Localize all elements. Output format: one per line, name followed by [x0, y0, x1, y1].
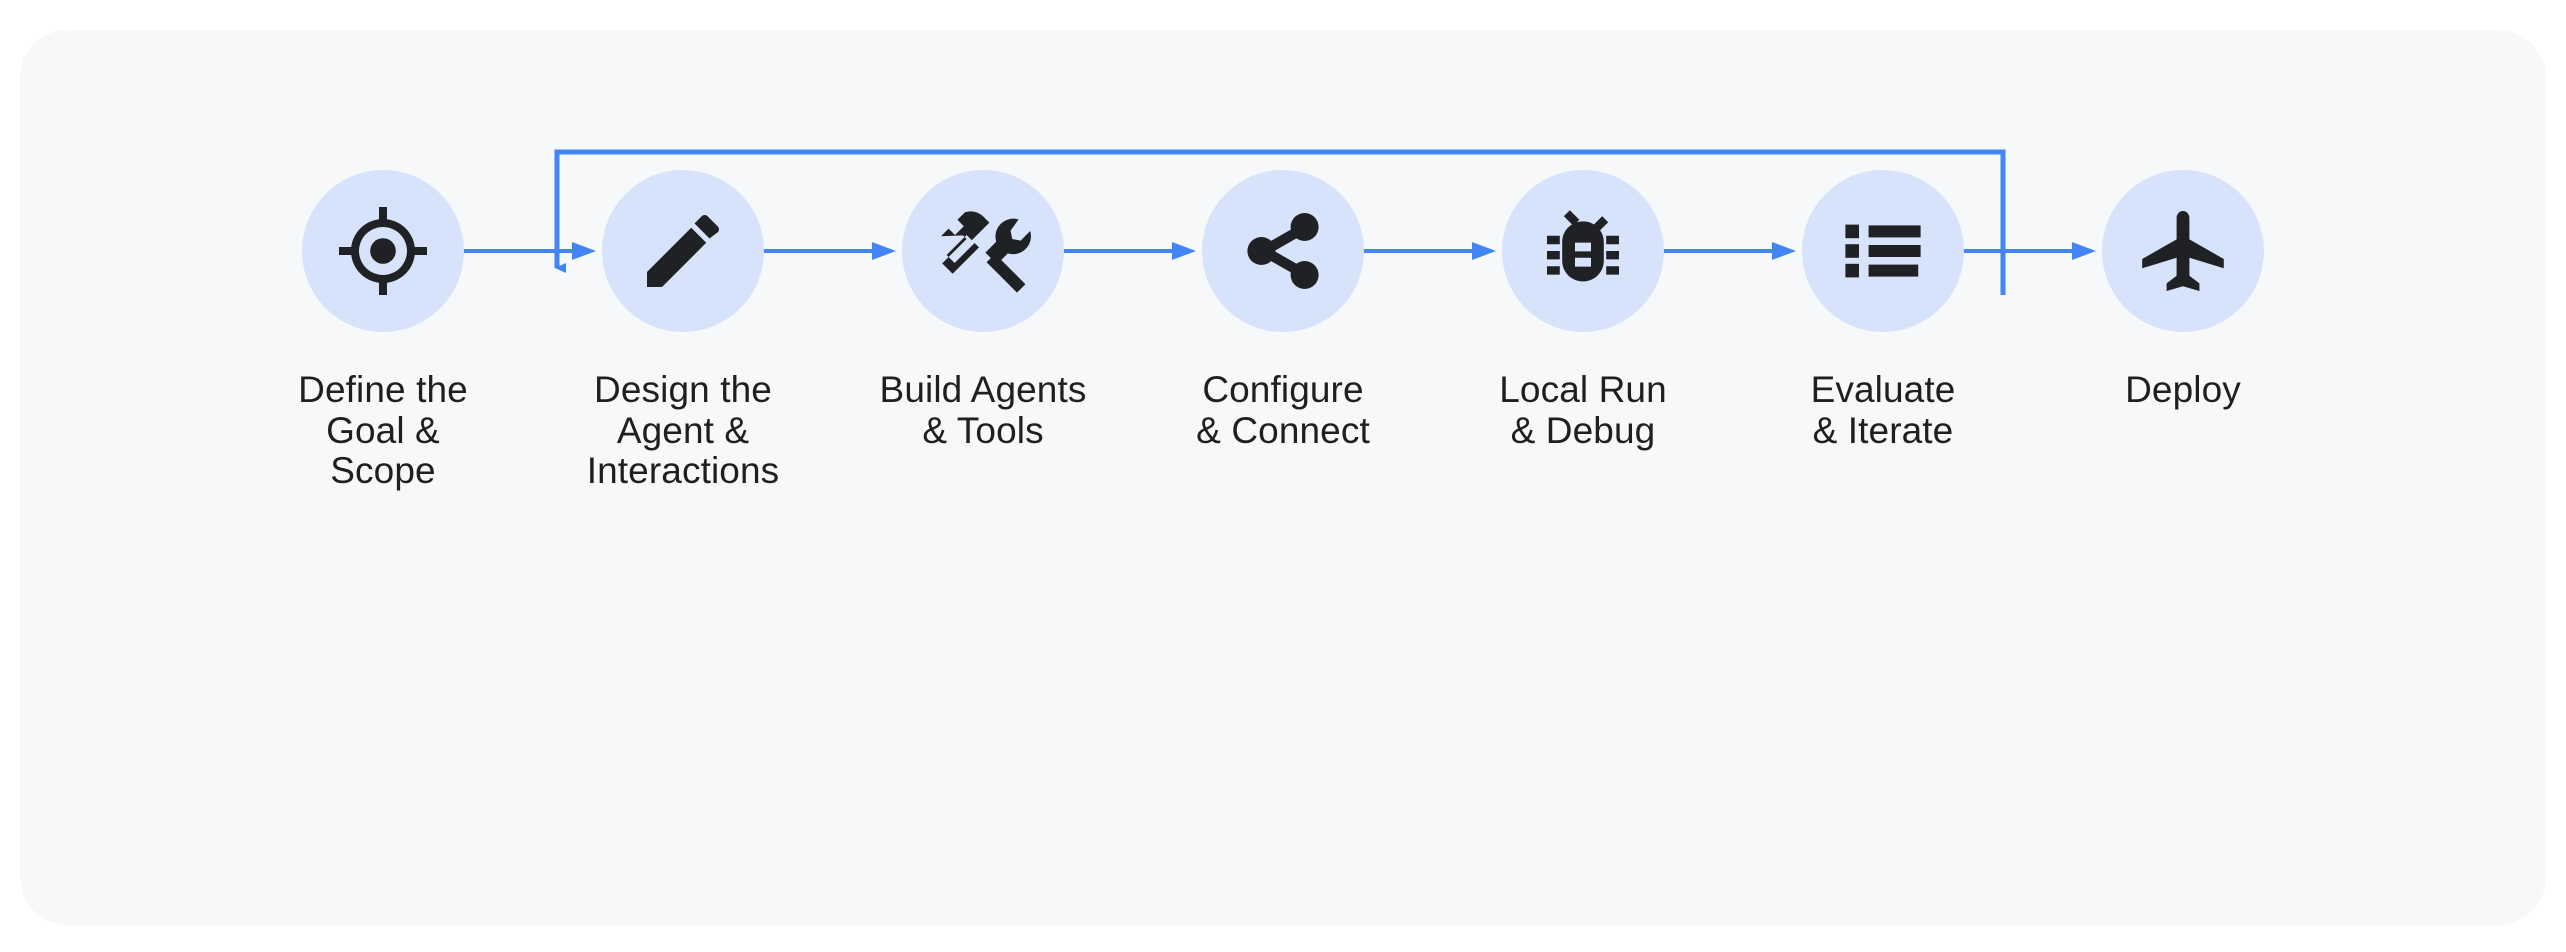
step-label: Configure & Connect	[1196, 369, 1370, 451]
step-icon-bubble[interactable]	[2102, 170, 2264, 332]
step-icon-bubble[interactable]	[302, 170, 464, 332]
step-build-agents-tools[interactable]: Build Agents & Tools	[833, 170, 1196, 451]
step-icon-bubble[interactable]	[1202, 170, 1364, 332]
step-label: Evaluate & Iterate	[1810, 369, 1956, 451]
step-label: Design the Agent & Interactions	[586, 369, 780, 492]
pencil-icon	[647, 214, 720, 287]
bug-icon	[1547, 210, 1619, 282]
step-local-run-debug[interactable]: Local Run & Debug	[1433, 170, 1796, 451]
step-icon-bubble[interactable]	[1502, 170, 1664, 332]
share-nodes-icon	[1247, 213, 1319, 289]
step-evaluate-iterate[interactable]: Evaluate & Iterate	[1733, 170, 2096, 451]
step-define-goal-scope[interactable]: Define the Goal & Scope	[233, 170, 596, 492]
step-label: Build Agents & Tools	[879, 369, 1087, 451]
list-icon	[1845, 224, 1921, 278]
step-label: Deploy	[2125, 369, 2241, 410]
step-icon-bubble[interactable]	[902, 170, 1064, 332]
lifecycle-steps: Define the Goal & Scope Design the Agent…	[20, 30, 2546, 925]
step-configure-connect[interactable]: Configure & Connect	[1133, 170, 1496, 451]
target-icon	[339, 207, 427, 295]
step-deploy[interactable]: Deploy	[2033, 170, 2333, 411]
step-icon-bubble[interactable]	[1802, 170, 1964, 332]
step-label: Local Run & Debug	[1499, 369, 1667, 451]
hammer-wrench-icon	[941, 211, 1031, 293]
step-icon-bubble[interactable]	[602, 170, 764, 332]
airplane-icon	[2142, 211, 2224, 291]
step-label: Define the Goal & Scope	[298, 369, 468, 492]
step-design-agent[interactable]: Design the Agent & Interactions	[533, 170, 896, 492]
